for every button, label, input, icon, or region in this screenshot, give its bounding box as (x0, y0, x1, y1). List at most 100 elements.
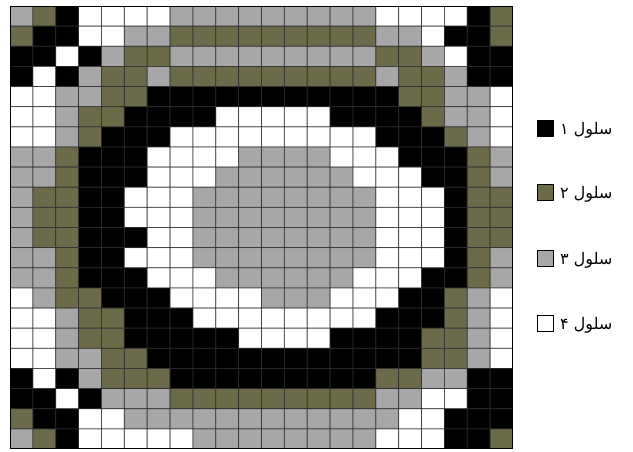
grid-cell-type-2 (56, 167, 79, 187)
grid-cell-type-3 (33, 147, 56, 167)
grid-cell-type-1 (147, 127, 170, 147)
grid-cell-type-3 (307, 207, 330, 227)
grid-cell-type-1 (124, 107, 147, 127)
grid-cell-type-4 (262, 127, 285, 147)
grid-cell-type-4 (193, 167, 216, 187)
grid-cell-type-3 (170, 6, 193, 26)
grid-cell-type-3 (124, 409, 147, 429)
grid-cell-type-1 (467, 409, 490, 429)
grid-cell-type-1 (490, 66, 513, 86)
grid-cell-type-2 (147, 368, 170, 388)
grid-cell-type-3 (216, 6, 239, 26)
grid-cell-type-4 (147, 187, 170, 207)
grid-cell-type-3 (262, 409, 285, 429)
grid-cell-type-3 (353, 207, 376, 227)
grid-cell-type-4 (399, 187, 422, 207)
grid-cell-type-4 (147, 429, 170, 449)
grid-cell-type-1 (147, 348, 170, 368)
grid-cell-type-1 (79, 207, 102, 227)
grid-cell-type-1 (353, 107, 376, 127)
grid-cell-type-4 (262, 328, 285, 348)
legend-swatch-4 (537, 315, 554, 332)
grid-cell-type-2 (170, 389, 193, 409)
grid-cell-type-3 (239, 207, 262, 227)
grid-cell-type-3 (262, 228, 285, 248)
grid-cell-type-3 (124, 389, 147, 409)
grid-cell-type-1 (33, 26, 56, 46)
grid-cell-type-1 (124, 167, 147, 187)
grid-cell-type-1 (79, 268, 102, 288)
grid-cell-type-4 (124, 207, 147, 227)
grid-cell-type-1 (353, 328, 376, 348)
grid-cell-type-3 (284, 6, 307, 26)
grid-cell-type-3 (216, 228, 239, 248)
grid-cell-type-4 (170, 167, 193, 187)
grid-cell-type-4 (193, 288, 216, 308)
grid-cell-type-1 (56, 26, 79, 46)
grid-cell-type-2 (330, 66, 353, 86)
grid-cell-type-3 (284, 429, 307, 449)
grid-cell-type-2 (79, 107, 102, 127)
grid-cell-type-4 (170, 187, 193, 207)
grid-cell-type-4 (262, 308, 285, 328)
grid-cell-type-2 (307, 389, 330, 409)
grid-cell-type-4 (307, 328, 330, 348)
grid-cell-type-2 (262, 389, 285, 409)
grid-cell-type-1 (467, 368, 490, 388)
grid-cell-type-4 (399, 409, 422, 429)
grid-cell-type-4 (124, 429, 147, 449)
grid-cell-type-1 (239, 348, 262, 368)
grid-cell-type-3 (193, 46, 216, 66)
grid-cell-type-1 (467, 26, 490, 46)
grid-cell-type-4 (124, 187, 147, 207)
grid-cell-type-4 (170, 228, 193, 248)
grid-cell-type-1 (490, 46, 513, 66)
grid-cell-type-4 (193, 147, 216, 167)
grid-cell-type-2 (79, 308, 102, 328)
grid-cell-type-3 (193, 248, 216, 268)
grid-cell-type-1 (79, 167, 102, 187)
grid-cell-type-3 (170, 46, 193, 66)
grid-cell-type-4 (124, 6, 147, 26)
grid-cell-type-4 (284, 308, 307, 328)
grid-cell-type-3 (216, 268, 239, 288)
grid-cell-type-2 (399, 368, 422, 388)
grid-cell-type-1 (444, 248, 467, 268)
grid-cell-type-4 (353, 308, 376, 328)
legend-item-3: سلول ۳ (537, 248, 633, 270)
grid-cell-type-3 (216, 207, 239, 227)
grid-cell-type-1 (444, 429, 467, 449)
grid-cell-type-2 (422, 348, 445, 368)
grid-cell-type-4 (399, 228, 422, 248)
grid-cell-type-4 (422, 207, 445, 227)
grid-cell-type-3 (307, 6, 330, 26)
grid-cell-type-4 (399, 167, 422, 187)
grid-cell-type-1 (467, 46, 490, 66)
grid-cell-type-3 (376, 389, 399, 409)
grid-cell-type-4 (422, 26, 445, 46)
grid-cell-type-2 (193, 66, 216, 86)
grid-cell-type-3 (307, 167, 330, 187)
grid-cell-type-1 (284, 87, 307, 107)
grid-cell-type-4 (239, 308, 262, 328)
grid-cell-type-4 (239, 328, 262, 348)
grid-cell-type-1 (422, 288, 445, 308)
grid-cell-type-4 (330, 288, 353, 308)
grid-cell-type-4 (33, 127, 56, 147)
grid-cell-type-1 (101, 248, 124, 268)
grid-cell-type-4 (79, 6, 102, 26)
grid-cell-type-3 (216, 429, 239, 449)
grid-cell-type-3 (307, 187, 330, 207)
grid-cell-type-1 (170, 87, 193, 107)
grid-cell-type-1 (147, 308, 170, 328)
grid-cell-type-3 (56, 348, 79, 368)
grid-cell-type-1 (399, 107, 422, 127)
grid-cell-type-3 (353, 409, 376, 429)
grid-cell-type-3 (147, 26, 170, 46)
grid-cell-type-2 (101, 308, 124, 328)
grid-cell-type-4 (10, 87, 33, 107)
legend-item-2: سلول ۲ (537, 182, 633, 204)
grid-cell-type-2 (10, 409, 33, 429)
grid-cell-type-4 (170, 127, 193, 147)
grid-cell-type-3 (216, 187, 239, 207)
